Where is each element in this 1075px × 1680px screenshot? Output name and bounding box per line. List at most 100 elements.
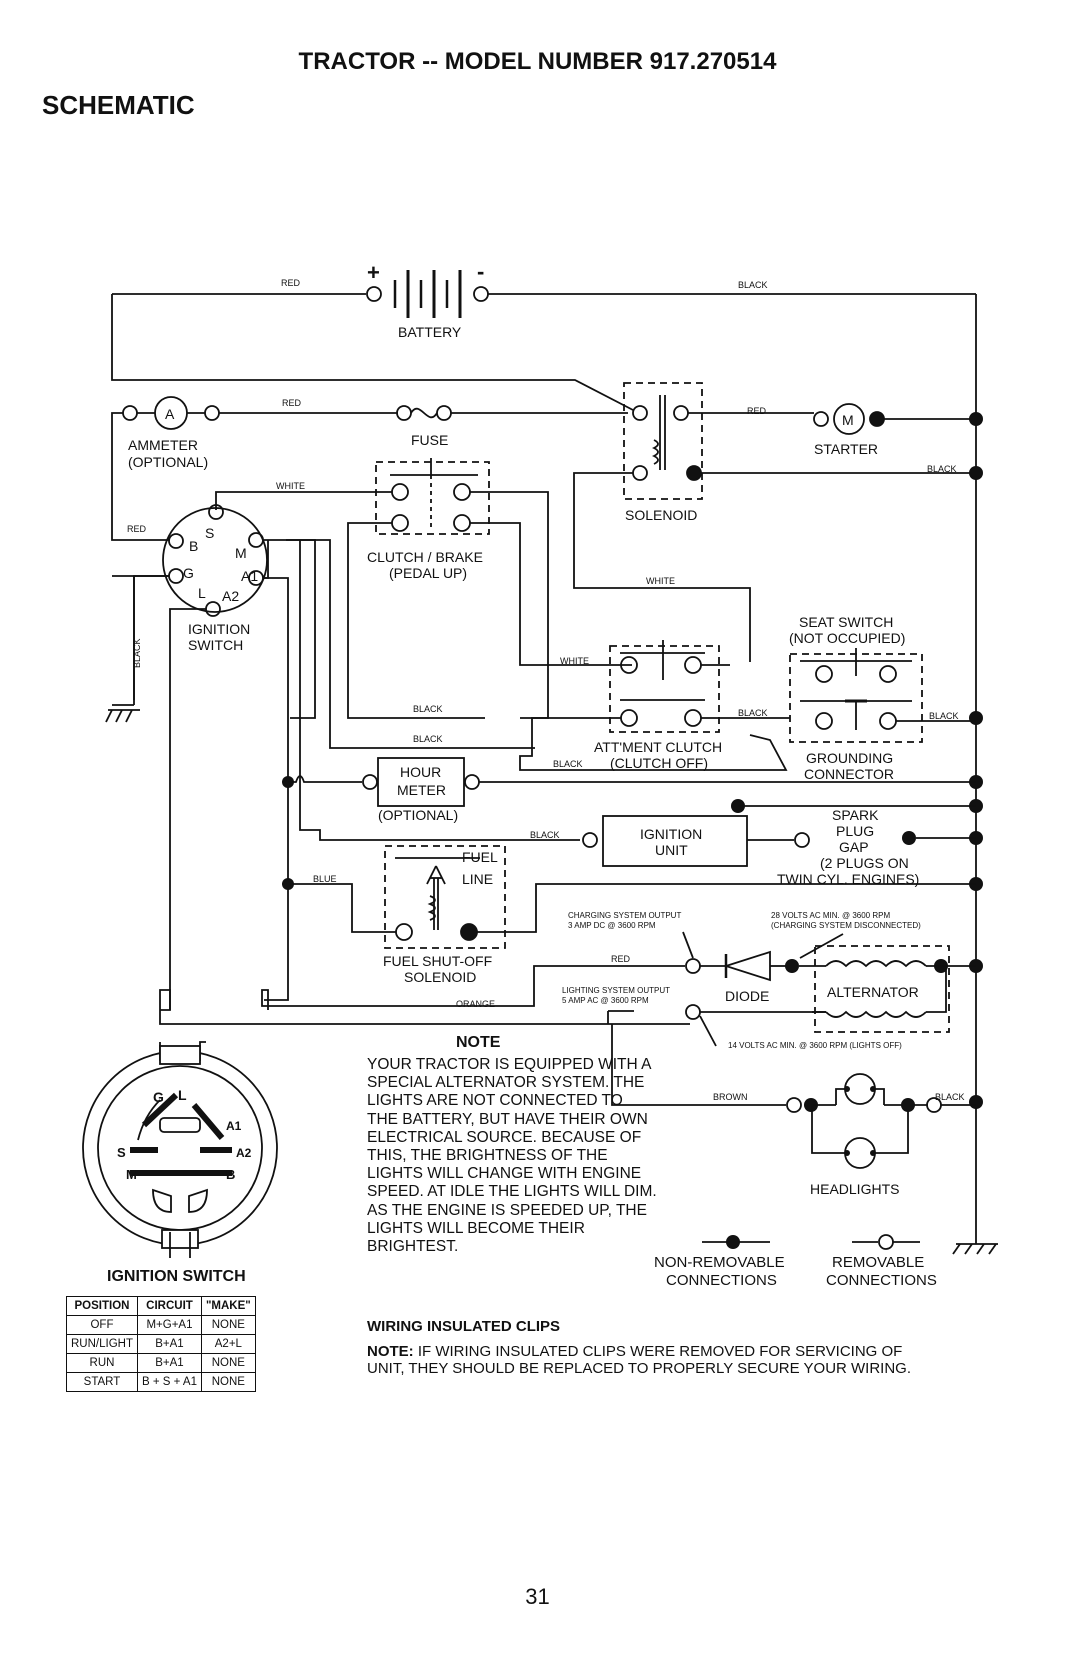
grounding-connector-label-2: CONNECTOR [804,766,894,782]
ignition-switch-face [82,1041,278,1258]
wiring-clips-heading: WIRING INSULATED CLIPS [367,1318,561,1335]
ignition-unit-label: IGNITION [640,826,702,842]
table-row: RUN B+A1 NONE [66,1353,256,1373]
svg-text:BLUE: BLUE [313,874,337,884]
wiring-clips-label: NOTE: [367,1343,414,1360]
wiring-clips-note: WIRING INSULATED CLIPS NOTE: IF WIRING I… [367,1318,927,1377]
legend-non-removable-label-2: CONNECTIONS [666,1272,777,1289]
svg-text:-: - [477,259,484,284]
svg-text:G: G [153,1089,164,1105]
svg-text:B: B [226,1167,235,1182]
ign-terminal-a1: A1 [241,568,258,584]
svg-text:M: M [126,1167,137,1182]
battery-symbol: + - [112,259,976,318]
svg-text:A2: A2 [236,1146,252,1160]
svg-text:BLACK: BLACK [530,830,560,840]
ignition-unit-label-2: UNIT [655,842,688,858]
ign-terminal-a2: A2 [222,588,239,604]
ammeter-note: (OPTIONAL) [128,454,208,470]
ignition-switch-label: IGNITION [188,621,250,637]
hour-meter-note: (OPTIONAL) [378,807,458,823]
ign-terminal-b: B [189,538,198,554]
legend-non-removable-label: NON-REMOVABLE [654,1254,785,1271]
spark-plug-note: (2 PLUGS ON [820,855,909,871]
volts-28-label: 28 VOLTS AC MIN. @ 3600 RPM [771,911,890,920]
alternator-label: ALTERNATOR [827,984,919,1000]
ignition-switch-table: POSITION CIRCUIT "MAKE" OFF M+G+A1 NONE … [66,1296,256,1392]
fuel-solenoid-label-2: SOLENOID [404,969,476,985]
table-row: OFF M+G+A1 NONE [66,1315,256,1335]
hour-meter-label-2: METER [397,782,446,798]
page-number: 31 [525,1584,550,1609]
fuel-line-label-2: LINE [462,871,493,887]
ammeter-terminal-a: A [165,406,175,422]
fuel-solenoid-symbol [282,845,976,949]
ignition-face-letters: G L A1 A2 S M B [117,1087,252,1182]
legend-non-removable [702,1235,770,1249]
headlights-label: HEADLIGHTS [810,1181,899,1197]
table-row: START B + S + A1 NONE [66,1372,256,1392]
hour-meter-label: HOUR [400,764,441,780]
ammeter-symbol: A [122,396,398,430]
spark-plug-label-3: GAP [839,839,869,855]
table-cell: START [66,1372,138,1392]
clutch-brake-note: (PEDAL UP) [389,565,467,581]
note-heading: NOTE [456,1034,501,1051]
svg-text:ORANGE: ORANGE [456,999,495,1009]
ignition-switch-label-2: SWITCH [188,637,243,653]
table-cell: B+A1 [136,1353,202,1373]
svg-text:S: S [117,1145,126,1160]
svg-text:BLACK: BLACK [935,1092,965,1102]
ammeter-label: AMMETER [128,437,198,453]
svg-text:BLACK: BLACK [929,711,959,721]
volts-28-label-2: (CHARGING SYSTEM DISCONNECTED) [771,921,921,930]
svg-text:L: L [178,1087,187,1103]
spark-plug-note-2: TWIN CYL. ENGINES) [777,871,919,887]
seat-switch-label: SEAT SWITCH [799,614,893,630]
spark-plug-label-2: PLUG [836,823,874,839]
svg-text:RED: RED [611,954,631,964]
ign-terminal-m: M [235,545,247,561]
svg-text:WHITE: WHITE [646,576,675,586]
fuse-label: FUSE [411,432,448,448]
table-cell: RUN/LIGHT [66,1334,138,1354]
table-cell: B+A1 [136,1334,202,1354]
battery-label: BATTERY [398,324,462,340]
svg-text:+: + [367,260,380,285]
svg-text:BLACK: BLACK [132,638,142,668]
table-header-row: POSITION CIRCUIT "MAKE" [66,1296,256,1316]
table-cell: OFF [66,1315,138,1335]
table-cell: RUN [66,1353,138,1373]
table-cell: NONE [200,1315,256,1335]
grounding-connector-label: GROUNDING [806,750,893,766]
svg-text:RED: RED [127,524,147,534]
svg-text:RED: RED [282,398,302,408]
charging-circuit [159,931,976,1047]
svg-text:BROWN: BROWN [713,1092,748,1102]
svg-text:BLACK: BLACK [927,464,957,474]
svg-text:BLACK: BLACK [553,759,583,769]
ignition-unit-symbol [582,799,976,867]
wire-label-black: BLACK [738,280,768,290]
svg-text:WHITE: WHITE [276,481,305,491]
headlights-symbol [611,1024,976,1169]
ign-terminal-g: G [183,565,194,581]
page-title: TRACTOR -- MODEL NUMBER 917.270514 [298,48,777,75]
attachment-clutch-label: ATT'MENT CLUTCH [594,739,722,755]
svg-text:A1: A1 [226,1119,242,1133]
ignition-switch-symbol: S B M G A1 L A2 [162,504,268,617]
volts-14-label: 14 VOLTS AC MIN. @ 3600 RPM (LIGHTS OFF) [728,1041,902,1050]
clutch-brake-switch [215,458,632,719]
table-cell: M+G+A1 [136,1315,202,1335]
svg-text:WHITE: WHITE [560,656,589,666]
charging-output-label: CHARGING SYSTEM OUTPUT [568,911,681,920]
ign-terminal-s: S [205,525,214,541]
ignition-table-caption: IGNITION SWITCH [107,1268,246,1285]
seat-switch [789,648,976,743]
solenoid-label: SOLENOID [625,507,697,523]
attachment-clutch-switch [519,640,790,771]
table-cell: NONE [200,1372,256,1392]
ground-symbol-right [952,1240,998,1255]
spark-plug-label: SPARK [832,807,879,823]
